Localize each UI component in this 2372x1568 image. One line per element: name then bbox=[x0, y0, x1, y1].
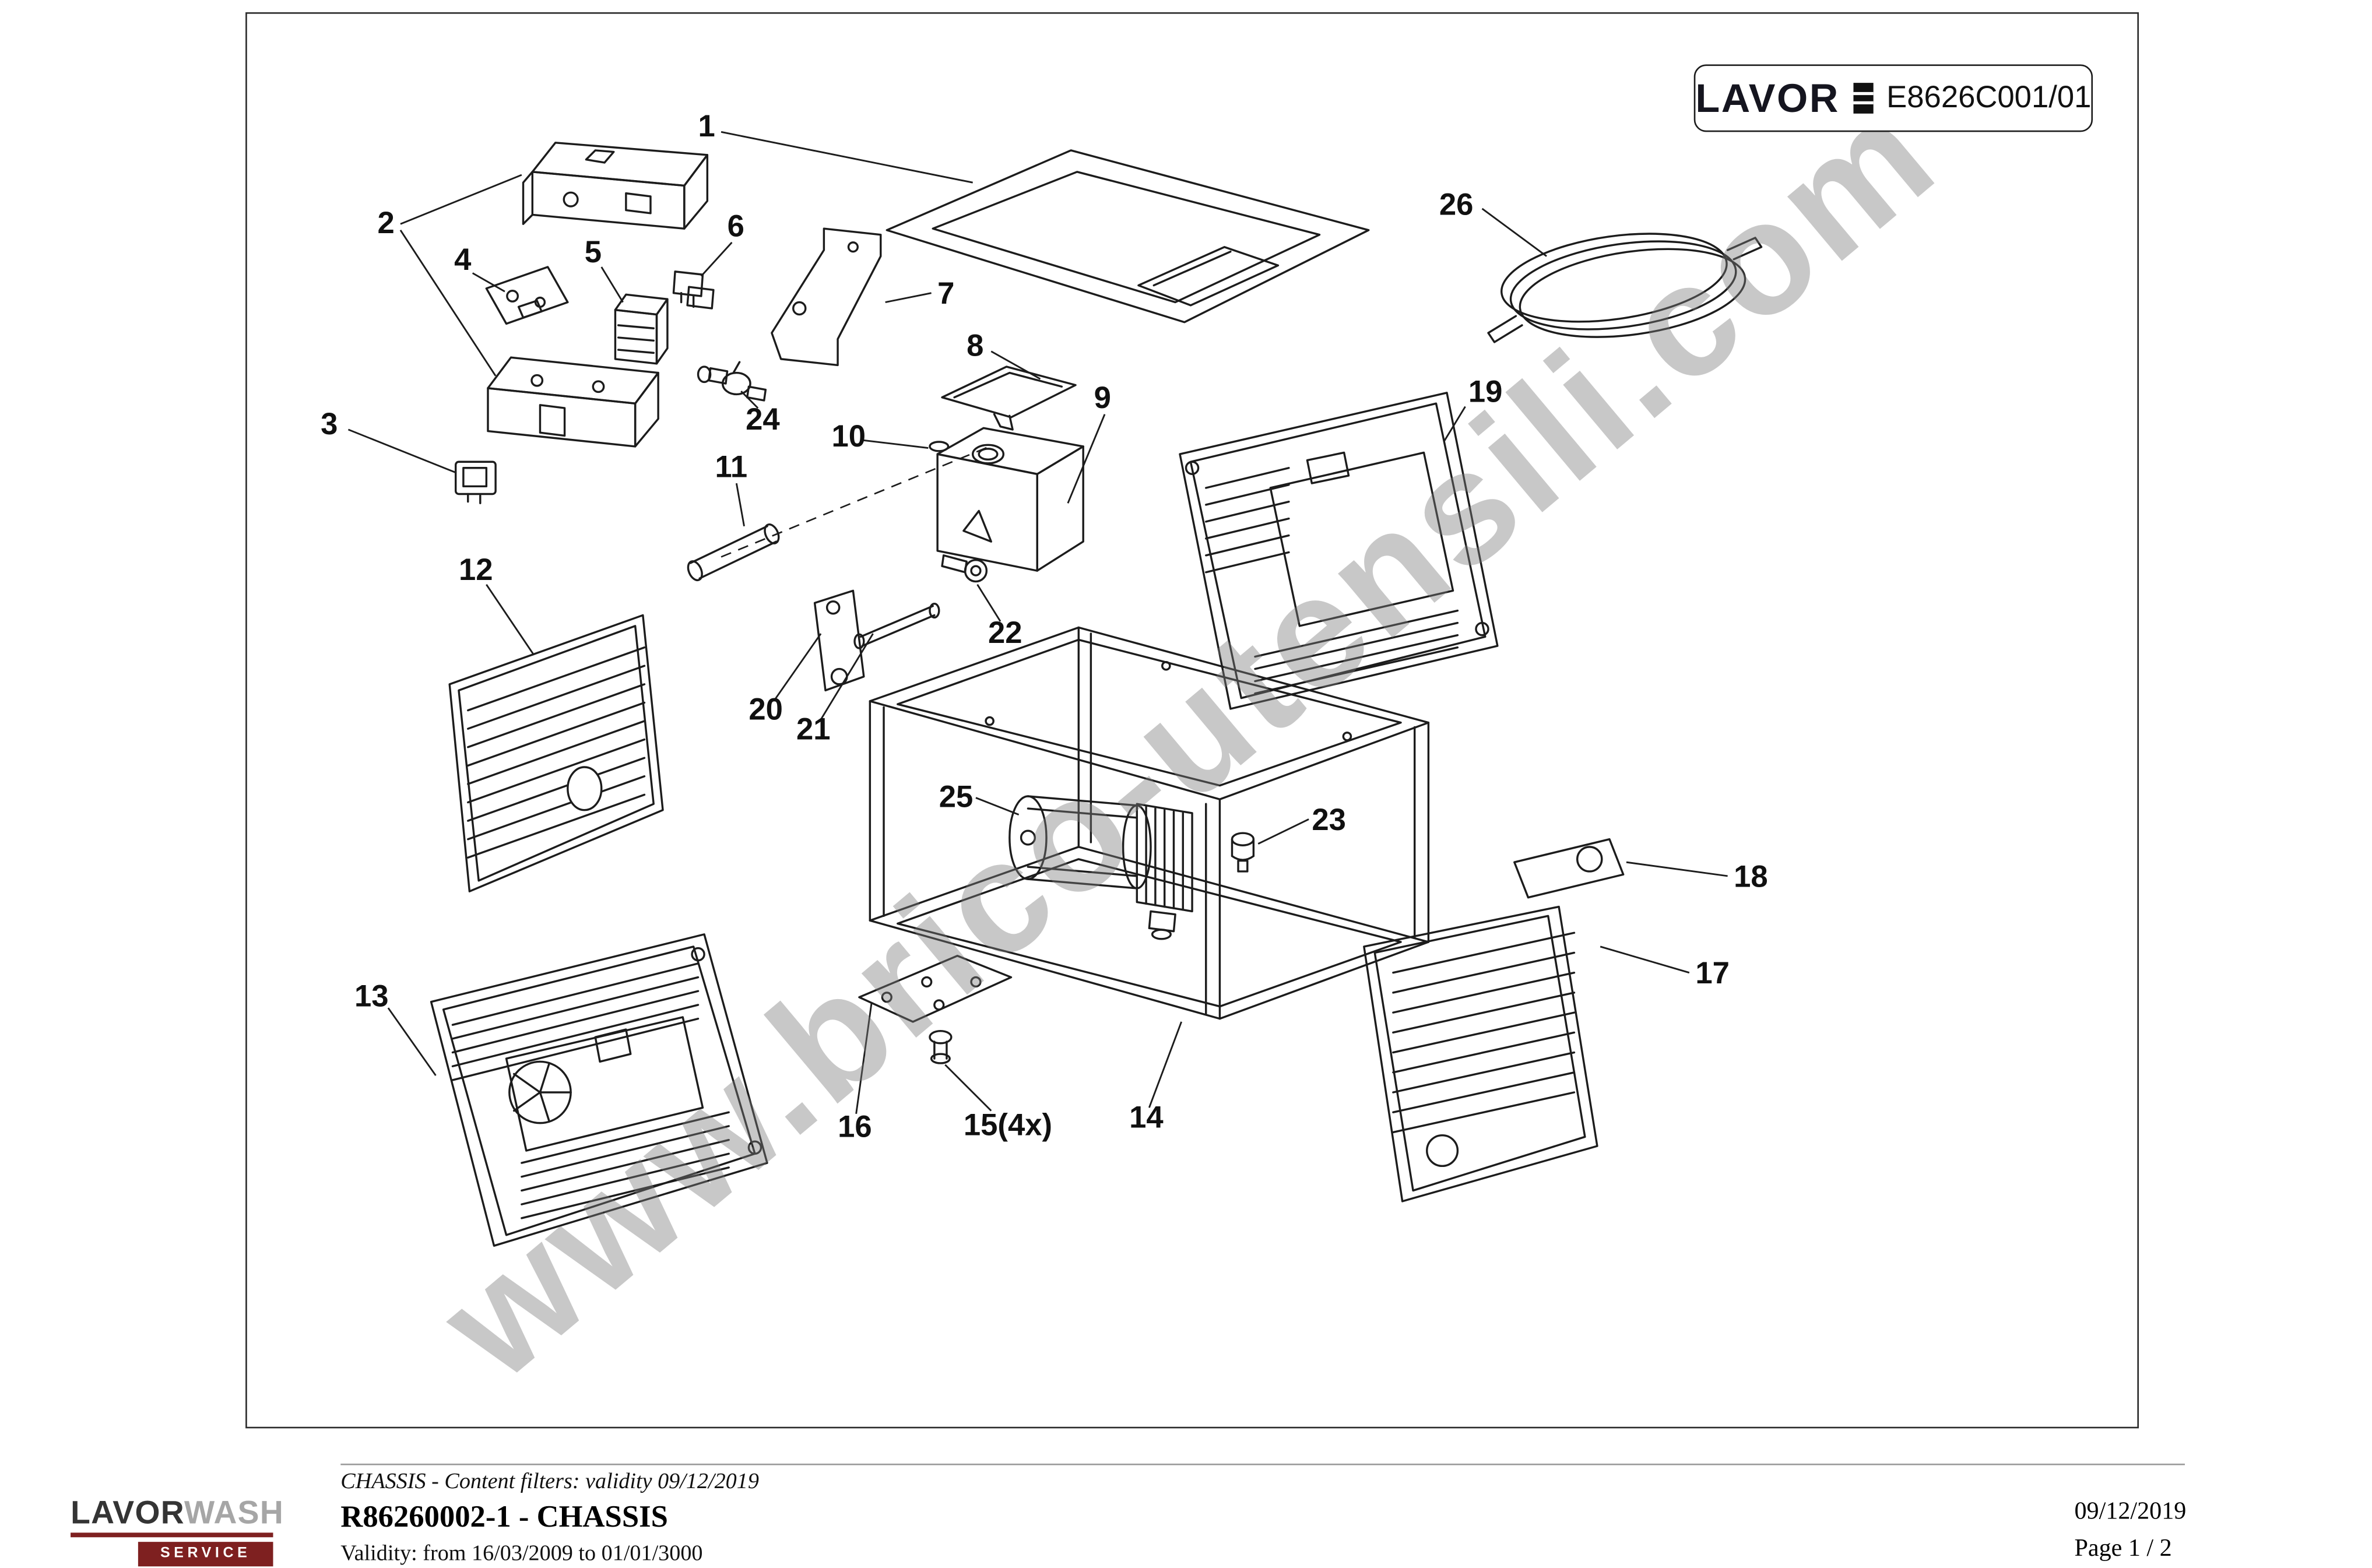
part-label-5: 5 bbox=[585, 235, 602, 269]
part-label-23: 23 bbox=[1312, 803, 1346, 837]
part-label-21: 21 bbox=[796, 712, 831, 747]
part-label-8: 8 bbox=[967, 329, 983, 363]
footer-separator bbox=[340, 1463, 2185, 1466]
part-tank-lid bbox=[941, 365, 1077, 431]
part-hose-coil bbox=[1487, 233, 1763, 343]
lavorwash-service-logo: LAVORWASH SERVICE bbox=[71, 1496, 283, 1566]
leader-lines bbox=[347, 131, 1728, 1115]
part-label-24: 24 bbox=[746, 402, 780, 437]
part-label-25: 25 bbox=[939, 779, 974, 814]
part-pcb-board bbox=[485, 266, 569, 325]
part-label-10: 10 bbox=[832, 419, 866, 453]
part-top-cover-tray bbox=[885, 149, 1370, 324]
lavorwash-logo-rule bbox=[71, 1532, 273, 1538]
document-title: R86260002-1 - CHASSIS bbox=[340, 1500, 668, 1534]
footer-document-info: CHASSIS - Content filters: validity 09/1… bbox=[340, 1469, 759, 1567]
part-label-3: 3 bbox=[321, 407, 338, 441]
part-drain-fitting bbox=[941, 554, 988, 583]
part-label-20: 20 bbox=[749, 692, 783, 726]
part-support-bracket bbox=[813, 589, 865, 692]
part-connector bbox=[672, 270, 715, 310]
lavor-brand-text: LAVOR bbox=[1695, 74, 1840, 121]
part-valve bbox=[697, 361, 767, 402]
part-label-17: 17 bbox=[1695, 956, 1730, 990]
document-code: E8626C001/01 bbox=[1886, 80, 2092, 115]
part-plug bbox=[1231, 832, 1255, 873]
footer-meta: 09/12/2019 Page 1 / 2 bbox=[2074, 1495, 2186, 1568]
diagram-border bbox=[245, 12, 2139, 1429]
part-labels: 1 2 3 4 5 6 7 8 9 10 11 12 13 14 15(4x) … bbox=[321, 109, 1768, 1144]
validity-line: Validity: from 16/03/2009 to 01/01/3000 bbox=[340, 1542, 703, 1567]
part-rear-panel-right bbox=[1179, 392, 1499, 710]
part-cover-plate-small bbox=[1513, 838, 1625, 899]
part-motor-pump bbox=[1008, 795, 1193, 940]
part-label-13: 13 bbox=[354, 979, 389, 1014]
part-electric-box-lower bbox=[487, 356, 659, 448]
brand-plate: LAVOR E8626C001/01 bbox=[1693, 64, 2093, 132]
lavorwash-wordmark-primary: LAVOR bbox=[71, 1496, 185, 1531]
part-label-9: 9 bbox=[1094, 381, 1111, 415]
part-label-1: 1 bbox=[698, 109, 715, 143]
part-label-15: 15(4x) bbox=[964, 1108, 1052, 1142]
part-label-7: 7 bbox=[937, 276, 954, 311]
part-label-4: 4 bbox=[454, 242, 471, 277]
lavorwash-service-badge: SERVICE bbox=[138, 1541, 273, 1566]
footer-date: 09/12/2019 bbox=[2074, 1499, 2187, 1525]
part-label-26: 26 bbox=[1439, 187, 1474, 222]
part-rubber-foot bbox=[929, 1029, 953, 1064]
part-base-plate bbox=[858, 955, 1013, 1023]
part-label-19: 19 bbox=[1468, 375, 1503, 409]
part-label-12: 12 bbox=[459, 553, 493, 587]
page-indicator: Page 1 / 2 bbox=[2074, 1535, 2172, 1562]
part-electric-box-upper bbox=[522, 142, 709, 230]
part-label-14: 14 bbox=[1129, 1101, 1164, 1135]
part-front-panel-left bbox=[430, 933, 768, 1247]
part-mounting-bracket bbox=[771, 227, 882, 367]
part-label-18: 18 bbox=[1734, 859, 1768, 894]
lavor-logo-mark-icon bbox=[1853, 83, 1873, 114]
part-hose-tube bbox=[687, 445, 990, 582]
part-label-2: 2 bbox=[377, 206, 394, 240]
part-label-11: 11 bbox=[715, 450, 748, 484]
content-filters-line: CHASSIS - Content filters: validity 09/1… bbox=[340, 1469, 759, 1495]
part-detergent-tank bbox=[936, 427, 1084, 572]
part-side-panel-left bbox=[448, 614, 664, 892]
lavorwash-wordmark: LAVORWASH bbox=[71, 1496, 283, 1531]
part-label-22: 22 bbox=[988, 616, 1022, 650]
part-relay bbox=[614, 293, 669, 365]
part-support-rod bbox=[853, 602, 940, 649]
part-label-6: 6 bbox=[728, 209, 744, 243]
part-side-panel-right bbox=[1363, 905, 1598, 1203]
part-label-16: 16 bbox=[838, 1109, 872, 1144]
part-switch bbox=[454, 460, 497, 505]
lavorwash-wordmark-secondary: WASH bbox=[184, 1496, 284, 1531]
part-tank-gasket bbox=[929, 441, 950, 452]
